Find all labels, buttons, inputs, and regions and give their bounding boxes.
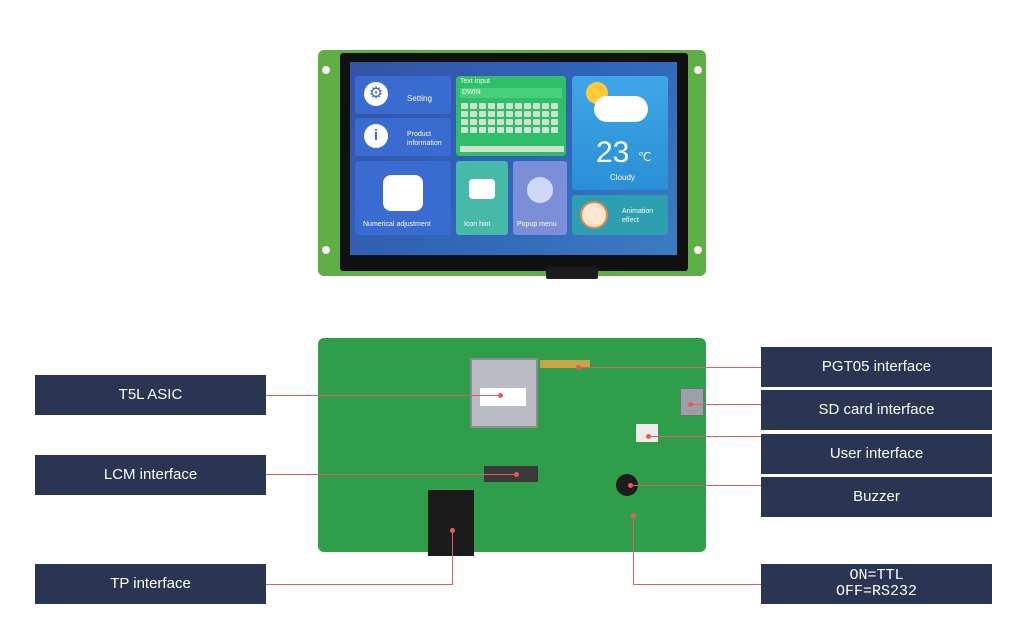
leader-line-pgt05 — [578, 367, 761, 368]
setting-tile[interactable]: ⚙ Setting — [355, 76, 451, 114]
callout-buzzer: Buzzer — [761, 477, 992, 517]
pgt05-connector — [540, 360, 590, 368]
mount-hole — [694, 66, 702, 74]
text-input-title: Text input — [460, 78, 490, 85]
leader-dot-lcm — [514, 472, 519, 477]
leader-line-tp-v — [452, 530, 453, 585]
animation-icon — [580, 201, 608, 229]
leader-dot-sd — [688, 402, 693, 407]
popup-menu-tile[interactable]: Popup menu — [513, 161, 567, 235]
weather-temperature: 23 — [596, 136, 630, 169]
callout-user-interface: User interface — [761, 434, 992, 474]
weather-tile[interactable]: 23 ℃ Cloudy — [572, 76, 668, 190]
sliders-icon — [383, 175, 423, 211]
leader-line-sd — [690, 404, 761, 405]
leader-line-user — [648, 436, 761, 437]
callout-t5l-asic-text: T5L ASIC — [118, 386, 183, 403]
callout-sd-card-interface: SD card interface — [761, 390, 992, 430]
icon-hint-label: Icon hint — [464, 221, 491, 228]
callout-user-interface-text: User interface — [829, 445, 924, 462]
keyboard[interactable] — [460, 102, 564, 134]
display-screen: ⚙ Setting i Product information Text inp… — [350, 62, 677, 255]
leader-dot-buzzer — [628, 483, 633, 488]
mount-hole — [322, 246, 330, 254]
leader-dot-pgt05 — [576, 365, 581, 370]
text-input-tile[interactable]: Text input DWIN — [456, 76, 566, 156]
mount-hole — [694, 246, 702, 254]
leader-line-switch-v — [633, 515, 634, 585]
callout-switch-off-text: OFF=RS232 — [835, 583, 917, 600]
leader-line-buzzer — [630, 485, 761, 486]
leader-line-switch-h — [633, 584, 761, 585]
callout-tp-interface-text: TP interface — [110, 575, 191, 592]
popup-label: Popup menu — [517, 221, 557, 228]
setting-label: Setting — [407, 94, 432, 103]
keyboard-bottom-row[interactable] — [460, 146, 564, 152]
numerical-label: Numerical adjustment — [363, 221, 431, 228]
numerical-adjustment-tile[interactable]: Numerical adjustment — [355, 161, 451, 235]
callout-buzzer-text: Buzzer — [853, 488, 900, 505]
chip-label — [480, 388, 526, 406]
icon-hint-tile[interactable]: Icon hint — [456, 161, 508, 235]
callout-pgt05-interface-text: PGT05 interface — [821, 358, 932, 375]
text-input-value[interactable]: DWIN — [460, 88, 562, 98]
leader-dot-t5l — [498, 393, 503, 398]
leader-dot-user — [646, 434, 651, 439]
product-label: Product information — [407, 131, 442, 147]
leader-dot-switch — [631, 513, 636, 518]
callout-pgt05-interface: PGT05 interface — [761, 347, 992, 387]
cloud-icon — [594, 96, 648, 122]
tp-connector — [428, 490, 474, 556]
leader-dot-tp — [450, 528, 455, 533]
info-icon: i — [364, 124, 388, 148]
callout-sd-card-interface-text: SD card interface — [818, 401, 935, 418]
weather-unit: ℃ — [638, 150, 652, 164]
buzzer-component — [616, 474, 638, 496]
gear-icon: ⚙ — [364, 82, 388, 106]
callout-lcm-interface-text: LCM interface — [103, 466, 198, 483]
animation-effect-tile[interactable]: Animation effect — [572, 195, 668, 235]
leader-line-t5l — [266, 395, 500, 396]
callout-tp-interface: TP interface — [35, 564, 266, 604]
mount-hole — [322, 66, 330, 74]
callout-lcm-interface: LCM interface — [35, 455, 266, 495]
hint-icon — [469, 179, 495, 199]
weather-condition: Cloudy — [610, 173, 635, 182]
user-interface-connector — [636, 424, 658, 442]
leader-line-tp-h — [266, 584, 452, 585]
leader-line-lcm — [266, 474, 516, 475]
callout-switch-on-text: ON=TTL — [849, 567, 904, 584]
product-info-tile[interactable]: i Product information — [355, 118, 451, 156]
callout-switch-mode: ON=TTL OFF=RS232 — [761, 564, 992, 604]
callout-t5l-asic: T5L ASIC — [35, 375, 266, 415]
animation-label: Animation effect — [622, 208, 654, 224]
fpc-connector — [546, 267, 598, 279]
layers-icon — [527, 177, 553, 203]
